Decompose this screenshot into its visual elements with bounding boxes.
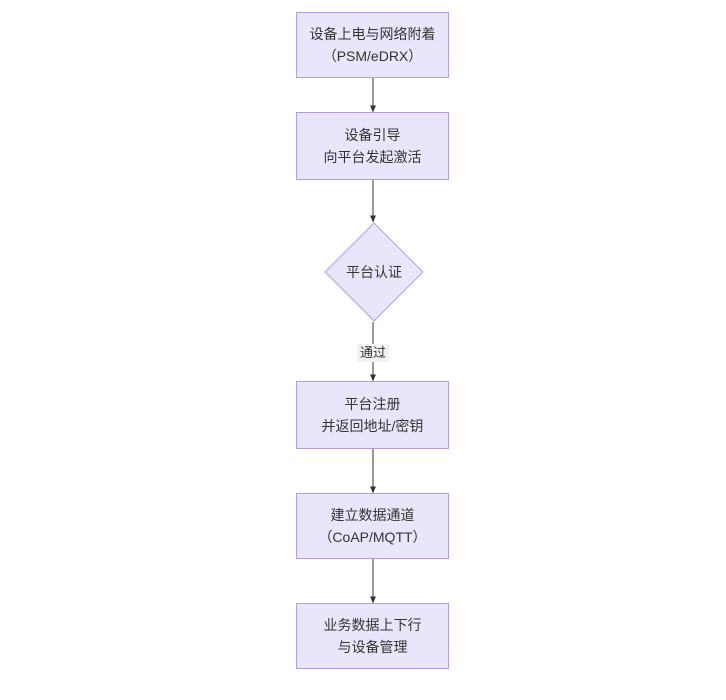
node-label: 平台注册 并返回地址/密钥 <box>321 396 424 434</box>
node-label: 设备引导 向平台发起激活 <box>323 127 422 165</box>
node-device-power-on[interactable]: 设备上电与网络附着 （PSM/eDRX） <box>296 12 449 78</box>
node-label: 设备上电与网络附着 （PSM/eDRX） <box>309 26 436 64</box>
node-label: 平台认证 <box>346 264 402 280</box>
edge-label-pass: 通过 <box>356 344 390 362</box>
node-platform-registration[interactable]: 平台注册 并返回地址/密钥 <box>296 381 449 449</box>
node-business-data-and-management[interactable]: 业务数据上下行 与设备管理 <box>296 603 449 669</box>
node-device-bootstrap[interactable]: 设备引导 向平台发起激活 <box>296 112 449 180</box>
node-platform-authentication[interactable]: 平台认证 <box>324 222 424 322</box>
node-label: 业务数据上下行 与设备管理 <box>323 617 422 655</box>
diamond-shape <box>324 222 424 322</box>
node-establish-data-channel[interactable]: 建立数据通道 （CoAP/MQTT） <box>296 493 449 559</box>
node-label: 建立数据通道 （CoAP/MQTT） <box>318 507 427 545</box>
